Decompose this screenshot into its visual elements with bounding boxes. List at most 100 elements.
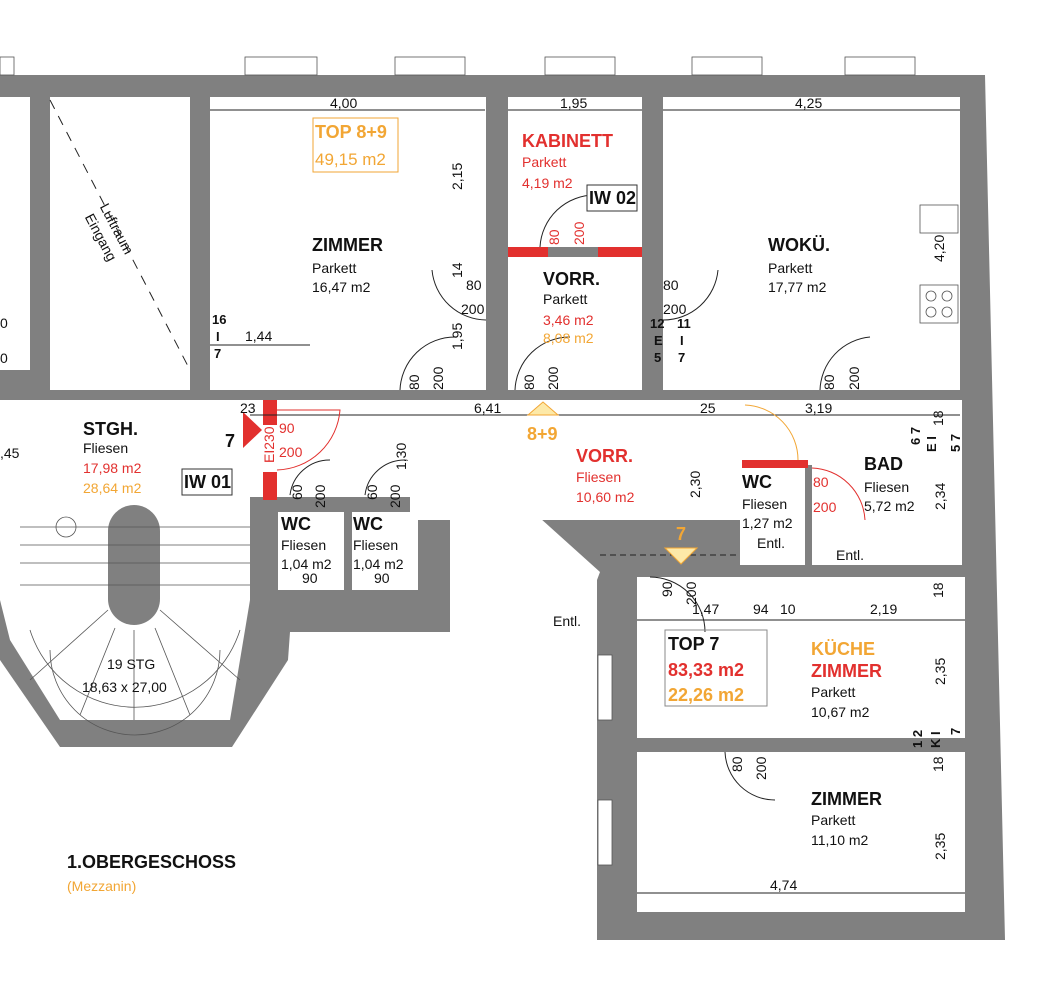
door-width: 80: [546, 229, 562, 245]
iw02-label: IW 02: [589, 188, 636, 208]
code: 16: [212, 312, 226, 327]
entrance-door-swing: [276, 409, 341, 471]
door-height: 200: [813, 499, 837, 515]
code: 12: [650, 316, 664, 331]
vorr1-area-orange: 8,08 m2: [543, 330, 594, 346]
dim: 4,25: [795, 95, 822, 111]
zimmer2-floor: Parkett: [811, 812, 855, 828]
door-height: 200: [663, 301, 687, 317]
door-height: 200: [387, 484, 403, 508]
zimmer1-area: 16,47 m2: [312, 279, 371, 295]
kabinett-name: KABINETT: [522, 131, 613, 151]
stairs-count: 19 STG: [107, 656, 155, 672]
dim: 4,20: [931, 235, 947, 262]
kueche-name1: KÜCHE: [811, 639, 875, 659]
entrance-arrow-icon: [243, 412, 262, 448]
stgh-floor: Fliesen: [83, 440, 128, 456]
door-width: 80: [521, 374, 537, 390]
door-height: 200: [846, 366, 862, 390]
door-swings: [49, 99, 965, 894]
door-width: 80: [663, 277, 679, 293]
door-width: 80: [821, 374, 837, 390]
wc2-name: WC: [353, 514, 383, 534]
door-height: 200: [461, 301, 485, 317]
wc3-note: Entl.: [757, 535, 785, 551]
door-height: 200: [312, 484, 328, 508]
door-width: 90: [279, 420, 295, 436]
door-width: 80: [813, 474, 829, 490]
top89-box: [312, 117, 399, 173]
floor-subtitle: (Mezzanin): [67, 878, 136, 894]
zimmer1-name: ZIMMER: [312, 235, 383, 255]
dim: 18: [930, 756, 946, 772]
bad-floor: Fliesen: [864, 479, 909, 495]
code: 5 7: [948, 434, 963, 452]
kabinett-floor: Parkett: [522, 154, 566, 170]
dim: 94: [753, 601, 769, 617]
bad-door-swing: [811, 467, 866, 521]
dim: 2,35: [932, 833, 948, 860]
iw01-label: IW 01: [184, 472, 231, 492]
dim: 10: [780, 601, 796, 617]
top7-area-red: 83,33 m2: [668, 660, 744, 680]
top89-area: 49,15 m2: [315, 150, 386, 169]
fire-walls: [263, 247, 808, 500]
dim: ,45: [0, 445, 20, 461]
dim: 23: [240, 400, 256, 416]
wc2-floor: Fliesen: [353, 537, 398, 553]
top89-label: TOP 8+9: [315, 122, 387, 142]
zimmer1-floor: Parkett: [312, 260, 356, 276]
wc3-floor: Fliesen: [742, 496, 787, 512]
vorr1-floor: Parkett: [543, 291, 587, 307]
door-width: 60: [289, 484, 305, 500]
stair-core: [108, 505, 160, 625]
wc2-area: 1,04 m2: [353, 556, 404, 572]
wc-door-swing: [744, 404, 799, 461]
wc2-width: 90: [374, 570, 390, 586]
code: E I: [924, 436, 939, 452]
dim: 3,19: [805, 400, 832, 416]
code: 6 7: [908, 427, 923, 445]
top7-area-orange: 22,26 m2: [668, 685, 744, 705]
dim: 0: [0, 315, 8, 331]
iw01-box: [181, 468, 233, 496]
door-labels: 80 200 80 200 80 200 80 200 80 200 80 20…: [261, 221, 862, 780]
code: K I: [928, 731, 943, 748]
entl-note-b: Entl.: [553, 613, 581, 629]
dim: 18: [930, 410, 946, 426]
dim: 4,74: [770, 877, 797, 893]
door-height: 200: [753, 756, 769, 780]
dim: 6,41: [474, 400, 501, 416]
code: 7: [214, 346, 221, 361]
code: 1 2: [910, 730, 925, 748]
code: I: [680, 333, 684, 348]
dim: 2,15: [449, 163, 465, 190]
door-height: 200: [571, 221, 587, 245]
dimensions: 4,00 1,95 4,25 1,44 23 6,41 25 3,19 1,47…: [0, 95, 897, 893]
kueche-name2: ZIMMER: [811, 661, 882, 681]
door-width: 80: [466, 277, 482, 293]
zimmer2-name: ZIMMER: [811, 789, 882, 809]
wc1-area: 1,04 m2: [281, 556, 332, 572]
door-width: 80: [406, 374, 422, 390]
door-width: 80: [729, 756, 745, 772]
kitchen-fixtures-icon: [919, 204, 959, 324]
door-height: 200: [279, 444, 303, 460]
vorr2-floor: Fliesen: [576, 469, 621, 485]
door-height: 200: [545, 366, 561, 390]
kueche-area: 10,67 m2: [811, 704, 870, 720]
stairs-size: 18,63 x 27,00: [82, 679, 167, 695]
dim: 2,35: [932, 658, 948, 685]
wc-partition: [805, 465, 812, 565]
door-width: 60: [364, 484, 380, 500]
top89-marker-label: 8+9: [527, 424, 558, 444]
installation-codes: 16 I 7 12 E 5 11 I 7 6 7 E I 5 7 1 2 K I…: [212, 312, 963, 748]
fire-door-rating: EI230: [261, 426, 277, 463]
dim: 2,34: [932, 483, 948, 510]
top7-label: TOP 7: [668, 634, 719, 654]
dim: 1,47: [692, 601, 719, 617]
top7-entrance-number: 7: [225, 431, 235, 451]
door-width: 90: [659, 581, 675, 597]
vertical-dimensions: 2,15 14 1,95 4,20 1,30 2,30 18 2,34 18 2…: [393, 163, 948, 860]
